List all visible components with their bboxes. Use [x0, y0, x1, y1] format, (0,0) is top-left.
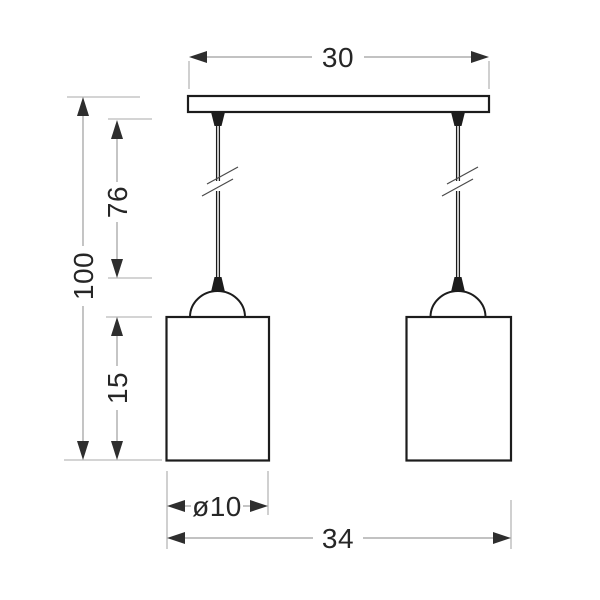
extension-lines: [64, 61, 512, 549]
arrow-left-icon: [167, 532, 185, 544]
arrow-up-icon: [111, 317, 123, 336]
break-mark-icon: [441, 178, 474, 197]
right-cord-upper: [455, 126, 461, 181]
right-cord-lower: [455, 191, 461, 277]
right-cord: [441, 126, 479, 277]
dimension-total-height: 100: [68, 97, 99, 460]
dimension-canopy-width: 30: [189, 42, 489, 73]
cord-length-label: 76: [102, 186, 133, 218]
right-cord-grip: [451, 112, 465, 126]
left-cord-upper: [215, 126, 221, 181]
arrow-up-icon: [77, 97, 89, 116]
ceiling-bar: [186, 94, 491, 114]
left-cord-lower: [215, 191, 221, 277]
arrow-right-icon: [493, 532, 511, 544]
right-shade-dome: [429, 290, 487, 318]
arrow-down-icon: [111, 441, 123, 460]
dimension-cord-length: 76: [102, 120, 133, 278]
arrow-down-icon: [111, 259, 123, 278]
arrow-right-icon: [250, 500, 268, 512]
left-cord-grip: [211, 112, 225, 126]
canopy-width-label: 30: [322, 42, 354, 73]
arrow-up-icon: [111, 120, 123, 139]
right-shade-connector: [451, 277, 465, 292]
total-height-label: 100: [68, 252, 99, 300]
shade-diameter-label: ø10: [192, 491, 242, 522]
arrow-right-icon: [471, 51, 489, 63]
left-shade: [165, 315, 271, 462]
arrow-left-icon: [189, 51, 207, 63]
break-mark-icon: [206, 166, 239, 185]
dimension-shade-height: 15: [102, 317, 133, 460]
left-shade-connector: [211, 277, 225, 292]
left-cord: [201, 126, 239, 277]
right-shade: [405, 315, 513, 462]
break-mark-icon: [201, 178, 234, 197]
arrow-left-icon: [167, 500, 185, 512]
dimension-shade-diameter: ø10: [167, 491, 268, 522]
dimension-overall-width: 34: [167, 523, 511, 554]
arrow-down-icon: [77, 441, 89, 460]
shade-height-label: 15: [102, 372, 133, 404]
break-mark-icon: [446, 166, 479, 185]
left-shade-dome: [189, 290, 246, 318]
overall-width-label: 34: [322, 523, 354, 554]
